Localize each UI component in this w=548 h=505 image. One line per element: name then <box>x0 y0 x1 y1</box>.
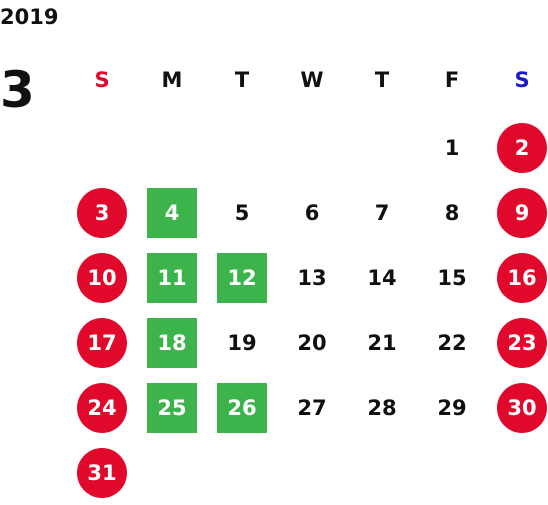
calendar-day[interactable]: 1 <box>444 135 460 160</box>
calendar-cell: 14 <box>347 245 417 310</box>
marked-day[interactable]: 11 <box>147 252 197 303</box>
weekday-header-row: S M T W T F S <box>67 45 548 115</box>
marked-day[interactable]: 12 <box>217 252 267 303</box>
calendar-cell: 4 <box>137 180 207 245</box>
calendar-cell: 16 <box>487 245 548 310</box>
calendar-day[interactable]: 14 <box>367 265 397 290</box>
calendar-day[interactable]: 13 <box>297 265 327 290</box>
calendar-cell: 20 <box>277 310 347 375</box>
weekday-header-wednesday: W <box>300 68 324 92</box>
calendar-cell <box>417 440 487 505</box>
weekday-header-thursday: T <box>374 68 390 92</box>
weekday-header-saturday: S <box>514 68 530 92</box>
calendar-cell: 9 <box>487 180 548 245</box>
calendar-cell <box>137 115 207 180</box>
weekday-header-tuesday: T <box>234 68 250 92</box>
calendar-day[interactable]: 21 <box>367 330 397 355</box>
calendar-cell <box>137 440 207 505</box>
weekday-header-friday: F <box>444 68 460 92</box>
holiday-day[interactable]: 23 <box>497 317 547 368</box>
calendar-cell: 3 <box>67 180 137 245</box>
calendar-cell: 21 <box>347 310 417 375</box>
calendar-cell <box>67 115 137 180</box>
calendar-day[interactable]: 29 <box>437 395 467 420</box>
calendar-cell: 22 <box>417 310 487 375</box>
calendar-cell: 31 <box>67 440 137 505</box>
calendar-cell: 7 <box>347 180 417 245</box>
weekday-header-sunday: S <box>94 68 110 92</box>
calendar-cell <box>347 440 417 505</box>
calendar-cell <box>207 115 277 180</box>
calendar-cell <box>487 440 548 505</box>
calendar-cell: 13 <box>277 245 347 310</box>
holiday-day[interactable]: 30 <box>497 382 547 433</box>
calendar-cell: 30 <box>487 375 548 440</box>
holiday-day[interactable]: 24 <box>77 382 127 433</box>
calendar-day[interactable]: 20 <box>297 330 327 355</box>
calendar-cell: 12 <box>207 245 277 310</box>
calendar-day[interactable]: 6 <box>304 200 320 225</box>
holiday-day[interactable]: 17 <box>77 317 127 368</box>
calendar-cell <box>277 115 347 180</box>
calendar-cell: 27 <box>277 375 347 440</box>
month-number: 3 <box>0 61 35 119</box>
calendar-day[interactable]: 27 <box>297 395 327 420</box>
calendar-cell: 26 <box>207 375 277 440</box>
calendar-cell <box>277 440 347 505</box>
holiday-day[interactable]: 16 <box>497 252 547 303</box>
holiday-day[interactable]: 3 <box>77 187 127 238</box>
calendar-cell: 17 <box>67 310 137 375</box>
marked-day[interactable]: 25 <box>147 382 197 433</box>
calendar-cell: 2 <box>487 115 548 180</box>
week-row: 31 <box>67 440 548 505</box>
calendar-cell: 5 <box>207 180 277 245</box>
calendar-day[interactable]: 15 <box>437 265 467 290</box>
calendar-cell: 24 <box>67 375 137 440</box>
week-row: 24 25 26 27 28 29 30 <box>67 375 548 440</box>
week-row: 10 11 12 13 14 15 16 <box>67 245 548 310</box>
calendar-cell <box>347 115 417 180</box>
holiday-day[interactable]: 9 <box>497 187 547 238</box>
calendar-cell: 8 <box>417 180 487 245</box>
calendar-cell: 23 <box>487 310 548 375</box>
calendar-cell: 29 <box>417 375 487 440</box>
calendar-day[interactable]: 28 <box>367 395 397 420</box>
calendar-cell: 11 <box>137 245 207 310</box>
calendar-day[interactable]: 19 <box>227 330 257 355</box>
calendar-cell <box>207 440 277 505</box>
holiday-day[interactable]: 31 <box>77 447 127 498</box>
calendar-cell: 10 <box>67 245 137 310</box>
calendar-cell: 15 <box>417 245 487 310</box>
calendar-day[interactable]: 8 <box>444 200 460 225</box>
week-row: 17 18 19 20 21 22 23 <box>67 310 548 375</box>
calendar-cell: 25 <box>137 375 207 440</box>
calendar-cell: 19 <box>207 310 277 375</box>
holiday-day[interactable]: 10 <box>77 252 127 303</box>
holiday-day[interactable]: 2 <box>497 122 547 173</box>
marked-day[interactable]: 4 <box>147 187 197 238</box>
calendar-cell: 18 <box>137 310 207 375</box>
calendar-cell: 6 <box>277 180 347 245</box>
calendar-day[interactable]: 22 <box>437 330 467 355</box>
calendar-day[interactable]: 5 <box>234 200 250 225</box>
weekday-header-monday: M <box>161 68 183 92</box>
calendar-day[interactable]: 7 <box>374 200 390 225</box>
calendar-cell: 1 <box>417 115 487 180</box>
marked-day[interactable]: 26 <box>217 382 267 433</box>
calendar-cell: 28 <box>347 375 417 440</box>
year-label: 2019 <box>0 5 59 29</box>
marked-day[interactable]: 18 <box>147 317 197 368</box>
